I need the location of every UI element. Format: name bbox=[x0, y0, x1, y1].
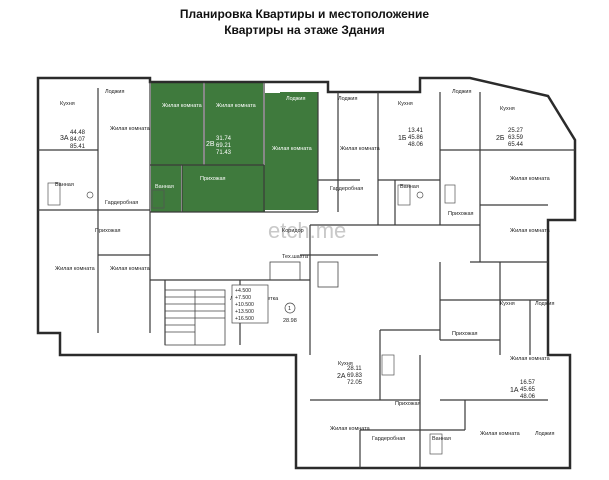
loggia-label-6: Лоджия bbox=[535, 431, 555, 437]
apt-1b-area-3: 48.06 bbox=[408, 142, 424, 148]
techshaft-label: Тех.шахта bbox=[282, 254, 309, 260]
apt-2b-code: 2Б bbox=[496, 135, 505, 142]
corridor-marker: 1 28.98 bbox=[283, 302, 297, 324]
living-label-1a: Жилая комната bbox=[510, 356, 551, 362]
apt-1b-area-1: 13.41 bbox=[408, 128, 424, 134]
title-line-2: Квартиры на этаже Здания bbox=[224, 23, 385, 37]
apt-1b-code: 1Б bbox=[398, 135, 407, 142]
corridor-label: Коридор bbox=[282, 228, 304, 234]
stairwell bbox=[164, 261, 339, 346]
apt-2a-code: 2А bbox=[337, 373, 346, 380]
highlight-hall bbox=[182, 165, 265, 212]
living-label-2v-a: Жилая комната bbox=[162, 103, 203, 109]
title-line-1: Планировка Квартиры и местоположение bbox=[179, 7, 430, 21]
level-table: +4.500 +7.500 +10.500 +13.500 +16.500 bbox=[231, 284, 269, 324]
watermark-text: etch.me bbox=[268, 218, 346, 243]
level-3: +10.500 bbox=[235, 302, 254, 308]
apt-2a-area-3: 72.05 bbox=[347, 380, 363, 386]
apt-3a-area-1: 44.48 bbox=[70, 130, 86, 136]
apt-2v-code: 2В bbox=[206, 141, 215, 148]
outer-walls bbox=[36, 76, 577, 470]
apt-2v-area-2: 69.21 bbox=[216, 143, 232, 149]
living-label-2b-a: Жилая комната bbox=[510, 176, 551, 182]
apt-3a-area-2: 84.07 bbox=[70, 137, 86, 143]
living-label-5: Жилая комната bbox=[110, 266, 151, 272]
apt-2b-area-1: 25.27 bbox=[508, 128, 524, 134]
wardrobe-label-2a: Гардеробная bbox=[372, 436, 405, 442]
highlight-living-room-1 bbox=[151, 82, 203, 165]
living-label-2a: Жилая комната bbox=[330, 426, 371, 432]
living-label-3a: Жилая комната bbox=[110, 126, 151, 132]
living-label-4: Жилая комната bbox=[55, 266, 96, 272]
level-5: +16.500 bbox=[235, 316, 254, 322]
bath-label-2a: Ванная bbox=[432, 436, 451, 442]
level-2: +7.500 bbox=[235, 295, 251, 301]
kitchen-label-2a: Кухня bbox=[338, 361, 353, 367]
bath-label-1b: Ванная bbox=[400, 184, 419, 190]
highlight-bath bbox=[151, 165, 181, 212]
highlighted-apartment bbox=[151, 82, 318, 212]
kitchen-label-2b: Кухня bbox=[500, 106, 515, 112]
hall-label-2v: Прихожая bbox=[200, 176, 226, 182]
kitchen-label-3a: Кухня bbox=[60, 101, 75, 107]
apt-1a-area-2: 45.65 bbox=[520, 387, 536, 393]
apt-1b-area-2: 45.86 bbox=[408, 135, 424, 141]
bath-label-3a: Ванная bbox=[55, 182, 74, 188]
hall-label-3a: Прихожая bbox=[95, 228, 121, 234]
bath-label-2v: Ванная bbox=[155, 184, 174, 190]
kitchen-label-1a: Кухня bbox=[500, 301, 515, 307]
apt-2b-area-3: 65.44 bbox=[508, 142, 524, 148]
apt-2b-area-2: 63.59 bbox=[508, 135, 524, 141]
apt-2v-area-3: 71.43 bbox=[216, 150, 232, 156]
highlight-loggia bbox=[280, 92, 318, 117]
level-1: +4.500 bbox=[235, 288, 251, 294]
apt-2v-area-1: 31.74 bbox=[216, 136, 232, 142]
living-label-6: Жилая комната bbox=[480, 431, 521, 437]
hall-label-1a: Прихожая bbox=[452, 331, 478, 337]
apt-1a-area-3: 48.06 bbox=[520, 394, 536, 400]
loggia-label-3a: Лоджия bbox=[105, 89, 125, 95]
loggia-label-1a: Лоджия bbox=[535, 301, 555, 307]
corridor-number: 1 bbox=[288, 306, 291, 312]
living-label-1b: Жилая комната bbox=[340, 146, 381, 152]
apt-2a-area-1: 28.11 bbox=[347, 366, 362, 372]
living-label-2v-b: Жилая комната bbox=[216, 103, 257, 109]
apartment-area-blocks: 3А 44.48 84.07 85.41 2В 31.74 69.21 71.4… bbox=[60, 128, 536, 400]
loggia-label-2v: Лоджия bbox=[286, 96, 306, 102]
hall-label-2a: Прихожая bbox=[395, 401, 421, 407]
living-label-2b-b: Жилая комната bbox=[510, 228, 551, 234]
apt-3a-area-3: 85.41 bbox=[70, 144, 86, 150]
apt-1a-code: 1А bbox=[510, 387, 519, 394]
kitchen-label-1b: Кухня bbox=[398, 101, 413, 107]
wardrobe-label-3a: Гардеробная bbox=[105, 200, 138, 206]
wardrobe-label-1b: Гардеробная bbox=[330, 186, 363, 192]
highlight-living-room-2 bbox=[205, 82, 263, 165]
living-label-2v-c: Жилая комната bbox=[272, 146, 313, 152]
apt-2a-area-2: 69.83 bbox=[347, 373, 363, 379]
apt-1a-area-1: 16.57 bbox=[520, 380, 536, 386]
corridor-area: 28.98 bbox=[283, 318, 297, 324]
loggia-label-2b: Лоджия bbox=[452, 89, 472, 95]
level-4: +13.500 bbox=[235, 309, 254, 315]
apt-3a-code: 3А bbox=[60, 135, 69, 142]
loggia-label-1b: Лоджия bbox=[338, 96, 358, 102]
hall-label-2b: Прихожая bbox=[448, 211, 474, 217]
inner-walls bbox=[38, 82, 575, 468]
bath-fixtures bbox=[47, 182, 456, 455]
